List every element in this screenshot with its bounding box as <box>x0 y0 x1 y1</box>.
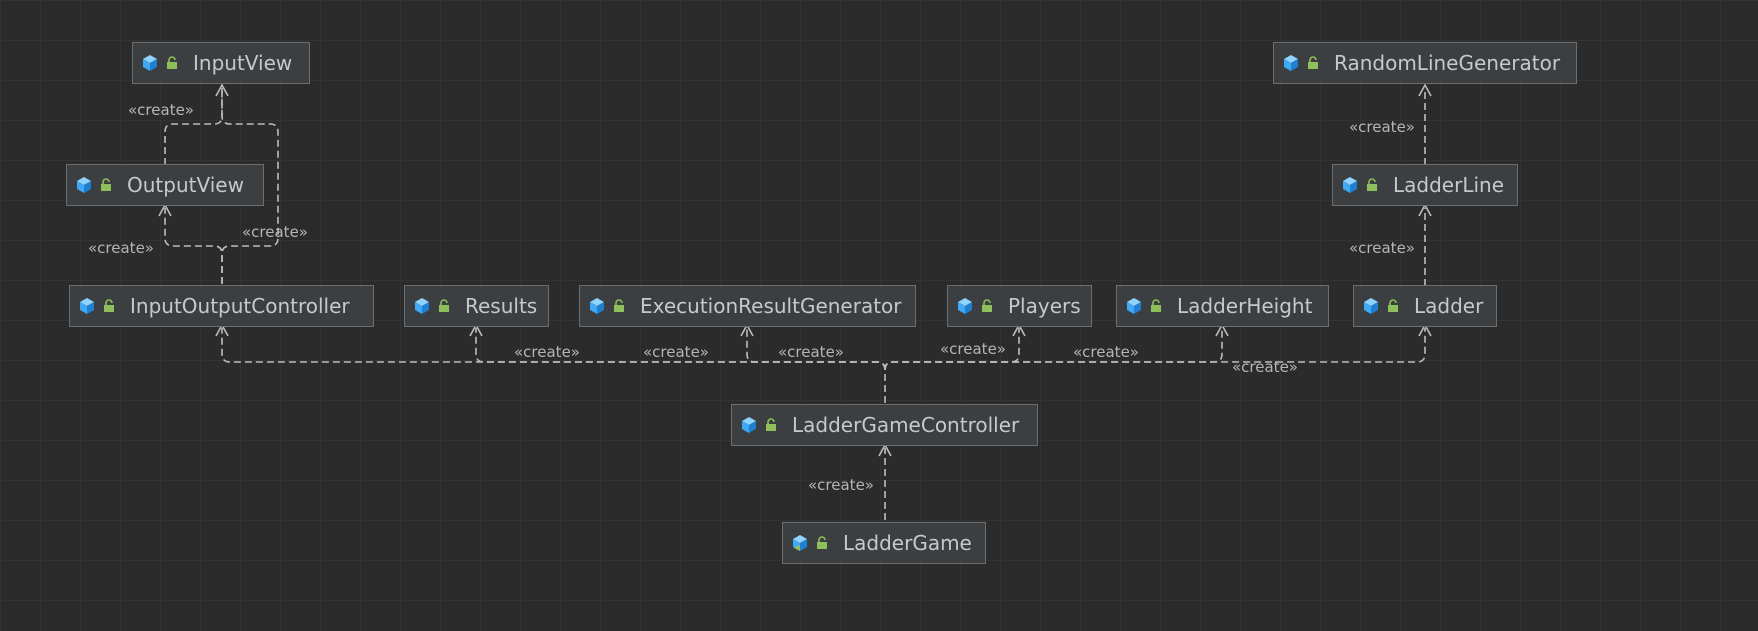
class-icon <box>413 297 431 315</box>
edge-label: «create» <box>1232 358 1298 376</box>
class-icon <box>78 297 96 315</box>
class-icon <box>141 54 159 72</box>
arrowhead <box>1418 83 1432 97</box>
class-icon <box>956 297 974 315</box>
class-node-ladder-line[interactable]: LadderLine <box>1332 164 1518 206</box>
class-icon <box>588 297 606 315</box>
lock-open-icon <box>1365 178 1379 192</box>
class-node-ladder[interactable]: Ladder <box>1353 285 1497 327</box>
edge-label: «create» <box>1349 118 1415 136</box>
class-node-players[interactable]: Players <box>947 285 1092 327</box>
class-node-ladder-height[interactable]: LadderHeight <box>1116 285 1329 327</box>
class-name: LadderGame <box>843 531 972 555</box>
lock-open-icon <box>99 178 113 192</box>
class-node-input-view[interactable]: InputView <box>132 42 310 84</box>
lock-open-icon <box>1386 299 1400 313</box>
class-name: InputView <box>193 51 293 75</box>
edge-label: «create» <box>88 239 154 257</box>
edge-label: «create» <box>1349 239 1415 257</box>
lock-open-icon <box>102 299 116 313</box>
class-name: OutputView <box>127 173 244 197</box>
edge-label: «create» <box>643 343 709 361</box>
lock-open-icon <box>612 299 626 313</box>
edge-lgc-erg <box>746 328 886 371</box>
class-icon <box>75 176 93 194</box>
class-node-results[interactable]: Results <box>404 285 549 327</box>
edge-ioc-inputview <box>221 88 279 284</box>
edge-label: «create» <box>778 343 844 361</box>
edge-label: «create» <box>1073 343 1139 361</box>
class-name: LadderGameController <box>792 413 1020 437</box>
class-name: ExecutionResultGenerator <box>640 294 902 318</box>
edge-label: «create» <box>940 340 1006 358</box>
class-name: Results <box>465 294 538 318</box>
lock-open-icon <box>1149 299 1163 313</box>
edge-lgc-ladder <box>884 328 1426 371</box>
edge-label: «create» <box>128 101 194 119</box>
edge-label: «create» <box>514 343 580 361</box>
lock-open-icon <box>764 418 778 432</box>
lock-open-icon <box>815 536 829 550</box>
class-name: InputOutputController <box>130 294 350 318</box>
edge-label: «create» <box>808 476 874 494</box>
class-node-output-view[interactable]: OutputView <box>66 164 264 206</box>
edge-lgc-ladderheight <box>884 328 1223 371</box>
class-icon <box>1341 176 1359 194</box>
class-name: LadderHeight <box>1177 294 1313 318</box>
class-icon <box>740 416 758 434</box>
class-node-ladder-game[interactable]: LadderGame <box>782 522 986 564</box>
class-name: RandomLineGenerator <box>1334 51 1561 75</box>
class-name: Ladder <box>1414 294 1484 318</box>
class-node-ladder-game-controller[interactable]: LadderGameController <box>731 404 1038 446</box>
lock-open-icon <box>165 56 179 70</box>
edge-ioc-outputview <box>164 208 223 284</box>
class-node-random-line-generator[interactable]: RandomLineGenerator <box>1273 42 1577 84</box>
edge-outputview-inputview <box>164 88 223 165</box>
class-name: Players <box>1008 294 1081 318</box>
lock-open-icon <box>437 299 451 313</box>
class-icon <box>1125 297 1143 315</box>
class-node-execution-result-generator[interactable]: ExecutionResultGenerator <box>579 285 916 327</box>
class-icon <box>1362 297 1380 315</box>
class-name: LadderLine <box>1393 173 1504 197</box>
class-node-input-output-controller[interactable]: InputOutputController <box>69 285 374 327</box>
edge-label: «create» <box>242 223 308 241</box>
arrowhead <box>215 83 229 97</box>
lock-open-icon <box>1306 56 1320 70</box>
lock-open-icon <box>980 299 994 313</box>
class-icon <box>1282 54 1300 72</box>
class-icon <box>791 534 809 552</box>
